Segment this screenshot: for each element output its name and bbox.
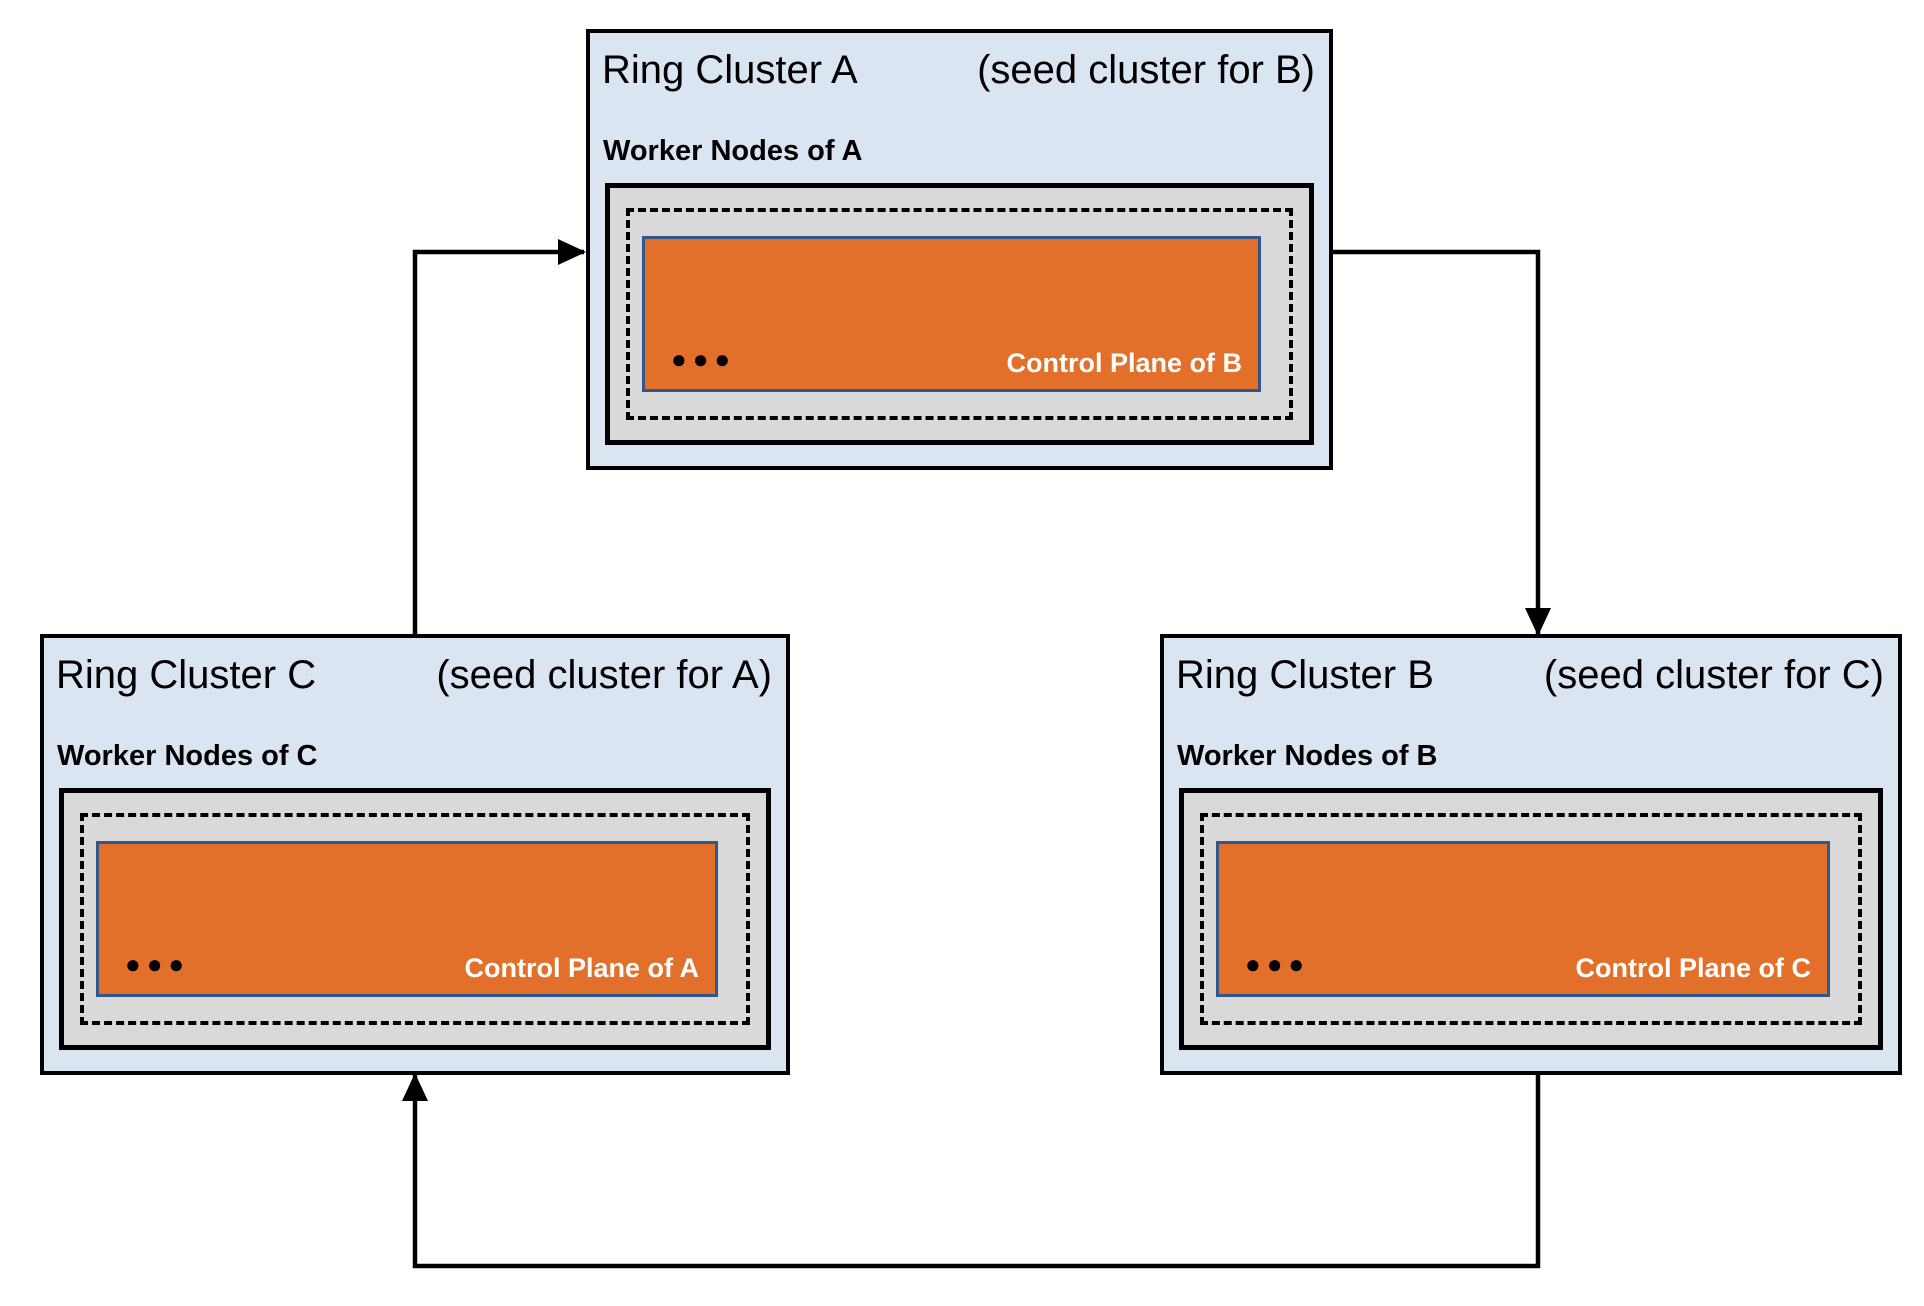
cluster-seed-note: (seed cluster for C) <box>1543 653 1884 697</box>
control-plane-box: ●●● Control Plane of A <box>96 841 718 997</box>
worker-nodes-panel: ●●● Control Plane of C <box>1179 788 1883 1050</box>
arrow-b-to-c <box>402 1073 1541 1269</box>
cluster-box-b: Ring Cluster B (seed cluster for C) Work… <box>1160 634 1902 1075</box>
control-plane-label: Control Plane of A <box>464 953 700 983</box>
cluster-title: Ring Cluster A <box>602 48 858 92</box>
worker-nodes-label: Worker Nodes of A <box>603 135 863 167</box>
control-plane-boundary: ●●● Control Plane of B <box>626 208 1293 420</box>
worker-nodes-panel: ●●● Control Plane of B <box>605 183 1314 445</box>
cluster-title: Ring Cluster C <box>56 653 317 697</box>
ellipsis-dots: ●●● <box>671 344 737 374</box>
worker-nodes-label: Worker Nodes of B <box>1177 740 1438 772</box>
arrow-a-to-b <box>1333 249 1551 636</box>
ellipsis-dots: ●●● <box>1245 949 1311 979</box>
control-plane-box: ●●● Control Plane of C <box>1216 841 1830 997</box>
cluster-box-a: Ring Cluster A (seed cluster for B) Work… <box>586 29 1333 470</box>
worker-nodes-panel: ●●● Control Plane of A <box>59 788 771 1050</box>
control-plane-label: Control Plane of C <box>1575 953 1812 983</box>
control-plane-box: ●●● Control Plane of B <box>642 236 1261 392</box>
cluster-title-row: Ring Cluster B (seed cluster for C) <box>1176 652 1884 698</box>
arrow-c-to-a <box>412 239 586 634</box>
cluster-title: Ring Cluster B <box>1176 653 1434 697</box>
control-plane-boundary: ●●● Control Plane of A <box>80 813 750 1025</box>
cluster-box-c: Ring Cluster C (seed cluster for A) Work… <box>40 634 790 1075</box>
control-plane-boundary: ●●● Control Plane of C <box>1200 813 1862 1025</box>
cluster-title-row: Ring Cluster A (seed cluster for B) <box>602 47 1315 93</box>
worker-nodes-label: Worker Nodes of C <box>57 740 318 772</box>
ellipsis-dots: ●●● <box>125 949 191 979</box>
cluster-seed-note: (seed cluster for A) <box>436 653 772 697</box>
cluster-title-row: Ring Cluster C (seed cluster for A) <box>56 652 772 698</box>
control-plane-label: Control Plane of B <box>1006 348 1243 378</box>
cluster-seed-note: (seed cluster for B) <box>977 48 1315 92</box>
